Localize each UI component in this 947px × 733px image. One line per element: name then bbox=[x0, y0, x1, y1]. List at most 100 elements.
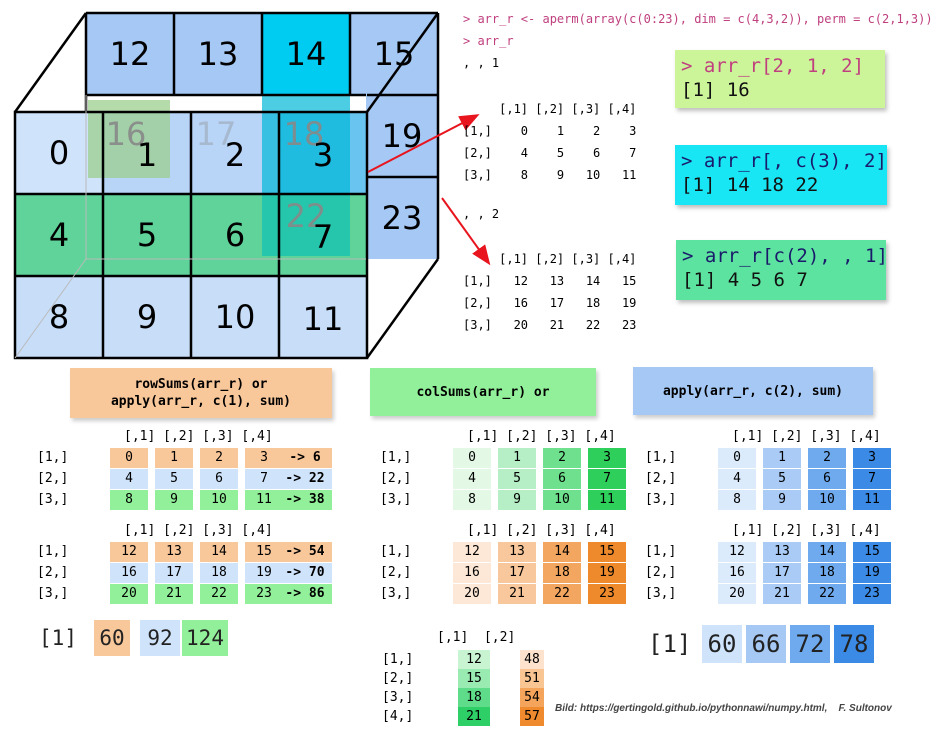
example-box: > arr_r[2, 1, 2] [1] 16 bbox=[675, 50, 885, 108]
table-cell: 5 bbox=[155, 469, 193, 489]
cube-label: 0 bbox=[48, 134, 70, 172]
colsum-value: 21 bbox=[458, 707, 490, 726]
table-cell: 3 bbox=[853, 448, 891, 468]
console-row: [2,] 4 5 6 7 bbox=[463, 146, 637, 160]
table-cell: 2 bbox=[808, 448, 846, 468]
colsum-value: 48 bbox=[520, 650, 544, 669]
table-cell: 16 bbox=[718, 563, 756, 583]
table-cell: 0 bbox=[453, 448, 491, 468]
table-cell: 9 bbox=[498, 490, 536, 510]
table-cell: 19 bbox=[588, 563, 626, 583]
colsum-value: 57 bbox=[520, 707, 544, 726]
table-row-label: [1,] bbox=[645, 544, 677, 559]
table-cell: 7 bbox=[588, 469, 626, 489]
colsum-value: 12 bbox=[458, 650, 490, 669]
cube-label: 2 bbox=[224, 136, 246, 174]
table-cell: 21 bbox=[155, 584, 193, 604]
rowsums-header: rowSums(arr_r) or apply(arr_r, c(1), sum… bbox=[70, 368, 332, 418]
cube-label: 15 bbox=[373, 35, 415, 73]
table-cell: 7 bbox=[245, 469, 283, 489]
table-cell: 5 bbox=[498, 469, 536, 489]
table-cell: 10 bbox=[808, 490, 846, 510]
table-cell: 11 bbox=[245, 490, 283, 510]
console-matrix-2: [,1] [,2] [,3] [,4] [1,] 12 13 14 15 [2,… bbox=[463, 248, 636, 336]
table-cell: 20 bbox=[453, 584, 491, 604]
cube-label: 18 bbox=[283, 115, 325, 153]
table-cell: 13 bbox=[155, 542, 193, 562]
table-row-label: [1,] bbox=[645, 450, 677, 465]
table-cell: 18 bbox=[808, 563, 846, 583]
cube-back-cell bbox=[262, 13, 350, 95]
table-cell: 17 bbox=[155, 563, 193, 583]
console-slice-label: , , 1 bbox=[463, 56, 500, 70]
table-cell: 1 bbox=[763, 448, 801, 468]
arrows bbox=[367, 114, 491, 266]
rowsum-value: -> 54 bbox=[278, 542, 332, 562]
cube-label: 22 bbox=[285, 197, 327, 235]
console-row: [1,] 12 13 14 15 bbox=[463, 274, 637, 288]
example-output: [1] 4 5 6 7 bbox=[682, 269, 808, 291]
image-credit: Bild: https://gertingold.github.io/pytho… bbox=[555, 703, 892, 714]
cube-label: 7 bbox=[312, 218, 334, 256]
table-row-label: [3,] bbox=[37, 492, 69, 507]
table-cell: 16 bbox=[110, 563, 148, 583]
table-cell: 14 bbox=[808, 542, 846, 562]
table-cell: 18 bbox=[543, 563, 581, 583]
cube-label: 9 bbox=[136, 298, 158, 336]
table-cell: 6 bbox=[543, 469, 581, 489]
cube-back-cell bbox=[350, 13, 438, 95]
table-cell: 21 bbox=[763, 584, 801, 604]
colsum-value: 51 bbox=[520, 669, 544, 688]
console-row: [3,] 8 9 10 11 bbox=[463, 168, 637, 182]
table-cell: 5 bbox=[763, 469, 801, 489]
table-cell: 3 bbox=[245, 448, 283, 468]
cube-label: 19 bbox=[381, 117, 423, 155]
table-cell: 16 bbox=[453, 563, 491, 583]
cube-label: 1 bbox=[136, 136, 158, 174]
rowsum-value: -> 70 bbox=[278, 563, 332, 583]
table-cell: 22 bbox=[200, 584, 238, 604]
example-command: > arr_r[2, 1, 2] bbox=[681, 55, 865, 77]
apply2-result: 72 bbox=[790, 625, 830, 663]
table-cell: 1 bbox=[498, 448, 536, 468]
arrow-to-slice2 bbox=[441, 197, 491, 266]
colsum-value: 18 bbox=[458, 688, 490, 707]
colsum-value: 54 bbox=[520, 688, 544, 707]
table-cell: 6 bbox=[808, 469, 846, 489]
table-cell: 4 bbox=[110, 469, 148, 489]
table-cell: 23 bbox=[588, 584, 626, 604]
cube-back-cell bbox=[86, 13, 174, 95]
console-row: [3,] 20 21 22 23 bbox=[463, 318, 637, 332]
table-row-label: [2,] bbox=[645, 565, 677, 580]
table-cell: 17 bbox=[763, 563, 801, 583]
table-cell: 12 bbox=[453, 542, 491, 562]
apply2-result-prefix: [1] bbox=[648, 630, 692, 658]
table-cell: 7 bbox=[853, 469, 891, 489]
console-slice-label: , , 2 bbox=[463, 207, 500, 221]
table-cell: 15 bbox=[853, 542, 891, 562]
table-cell: 14 bbox=[543, 542, 581, 562]
table-row-label: [2,] bbox=[37, 471, 69, 486]
console-header: [,1] [,2] [,3] [,4] bbox=[463, 252, 637, 266]
table-cell: 1 bbox=[155, 448, 193, 468]
rowsum-value: -> 86 bbox=[278, 584, 332, 604]
example-command: > arr_r[c(2), , 1] bbox=[682, 245, 888, 267]
table-cell: 9 bbox=[763, 490, 801, 510]
table-column-header: [,1] [,2] [,3] [,4] bbox=[124, 429, 273, 444]
colsums-result-header: [,1] [,2] bbox=[437, 630, 516, 645]
example-output: [1] 16 bbox=[681, 79, 750, 101]
cube-side-cell bbox=[366, 95, 438, 177]
cube-label: 13 bbox=[197, 35, 239, 73]
table-row-label: [2,] bbox=[380, 565, 412, 580]
table-column-header: [,1] [,2] [,3] [,4] bbox=[732, 523, 881, 538]
table-cell: 12 bbox=[110, 542, 148, 562]
table-cell: 4 bbox=[718, 469, 756, 489]
example-box: > arr_r[c(2), , 1] [1] 4 5 6 7 bbox=[676, 240, 888, 300]
array-cube: 12 13 14 15 19 23 16 17 18 22 0 1 2 3 4 … bbox=[0, 0, 450, 365]
console-header: [,1] [,2] [,3] [,4] bbox=[463, 102, 637, 116]
table-cell: 21 bbox=[498, 584, 536, 604]
table-column-header: [,1] [,2] [,3] [,4] bbox=[732, 429, 881, 444]
table-cell: 0 bbox=[718, 448, 756, 468]
rowsum-value: -> 6 bbox=[278, 448, 332, 468]
table-cell: 3 bbox=[588, 448, 626, 468]
